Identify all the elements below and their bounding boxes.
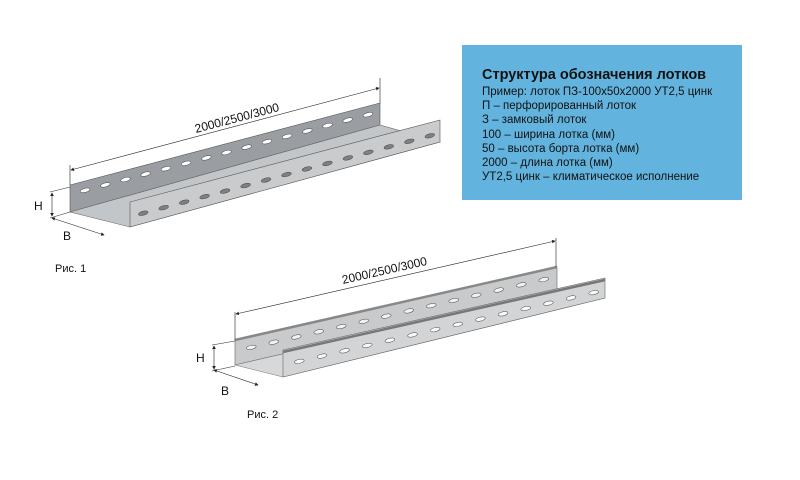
slot — [430, 327, 441, 333]
slot — [268, 339, 279, 345]
slot — [362, 343, 373, 348]
slot — [294, 358, 305, 364]
slot — [240, 182, 251, 189]
info-line: 50 – высота борта лотка (мм) — [482, 142, 640, 155]
slot — [246, 344, 257, 350]
info-line: 100 – ширина лотка (мм) — [482, 128, 615, 141]
slot — [260, 177, 272, 183]
slot — [79, 187, 91, 193]
slot — [316, 353, 328, 359]
length-dimension-line — [70, 87, 380, 171]
slot — [281, 171, 292, 178]
slot — [407, 332, 418, 338]
slot — [384, 337, 396, 343]
slot — [452, 321, 463, 327]
width-dimension-line — [51, 217, 105, 236]
slot — [339, 348, 350, 354]
slot — [120, 176, 131, 183]
info-title: Структура обозначения лотков — [482, 67, 707, 83]
slot — [313, 329, 324, 335]
tray-2-lock — [234, 265, 606, 378]
tray-1-width-label: B — [63, 229, 71, 243]
slot — [138, 210, 149, 216]
info-line: П – перфорированный лоток — [482, 100, 637, 113]
figure-2-caption: Рис. 2 — [247, 409, 279, 421]
tray-1-perforated — [68, 102, 442, 228]
slot — [475, 316, 486, 322]
slot — [158, 205, 169, 211]
slot — [565, 295, 577, 301]
tray-1-height-label: H — [34, 199, 43, 213]
info-line: 2000 – длина лотка (мм) — [482, 157, 613, 170]
length-dimension-line — [235, 239, 556, 316]
slot — [179, 199, 190, 205]
slot — [404, 138, 415, 144]
info-line: З – замковый лоток — [482, 114, 587, 127]
tray-1-length-label: 2000/2500/3000 — [193, 100, 281, 136]
tray-2-length-label: 2000/2500/3000 — [341, 254, 429, 287]
designation-info-box: Структура обозначения лотков Пример: лот… — [462, 45, 742, 200]
slot — [100, 182, 111, 188]
slot — [588, 290, 599, 296]
slot — [336, 324, 347, 330]
slot — [291, 334, 302, 340]
tray-2-height-label: H — [196, 351, 205, 365]
slot — [219, 188, 231, 194]
slot — [358, 318, 369, 324]
figure-1-caption: Рис. 1 — [55, 263, 87, 275]
slot — [424, 133, 435, 139]
width-dimension-line — [213, 369, 259, 386]
tray-2-width-label: B — [221, 384, 229, 398]
info-line: Пример: лоток ПЗ-100x50x2000 УТ2,5 цинк — [482, 86, 713, 98]
info-line: УТ2,5 цинк – климатическое исполнение — [482, 171, 700, 184]
slot — [140, 171, 151, 177]
slot — [383, 144, 394, 150]
slot — [199, 194, 210, 200]
